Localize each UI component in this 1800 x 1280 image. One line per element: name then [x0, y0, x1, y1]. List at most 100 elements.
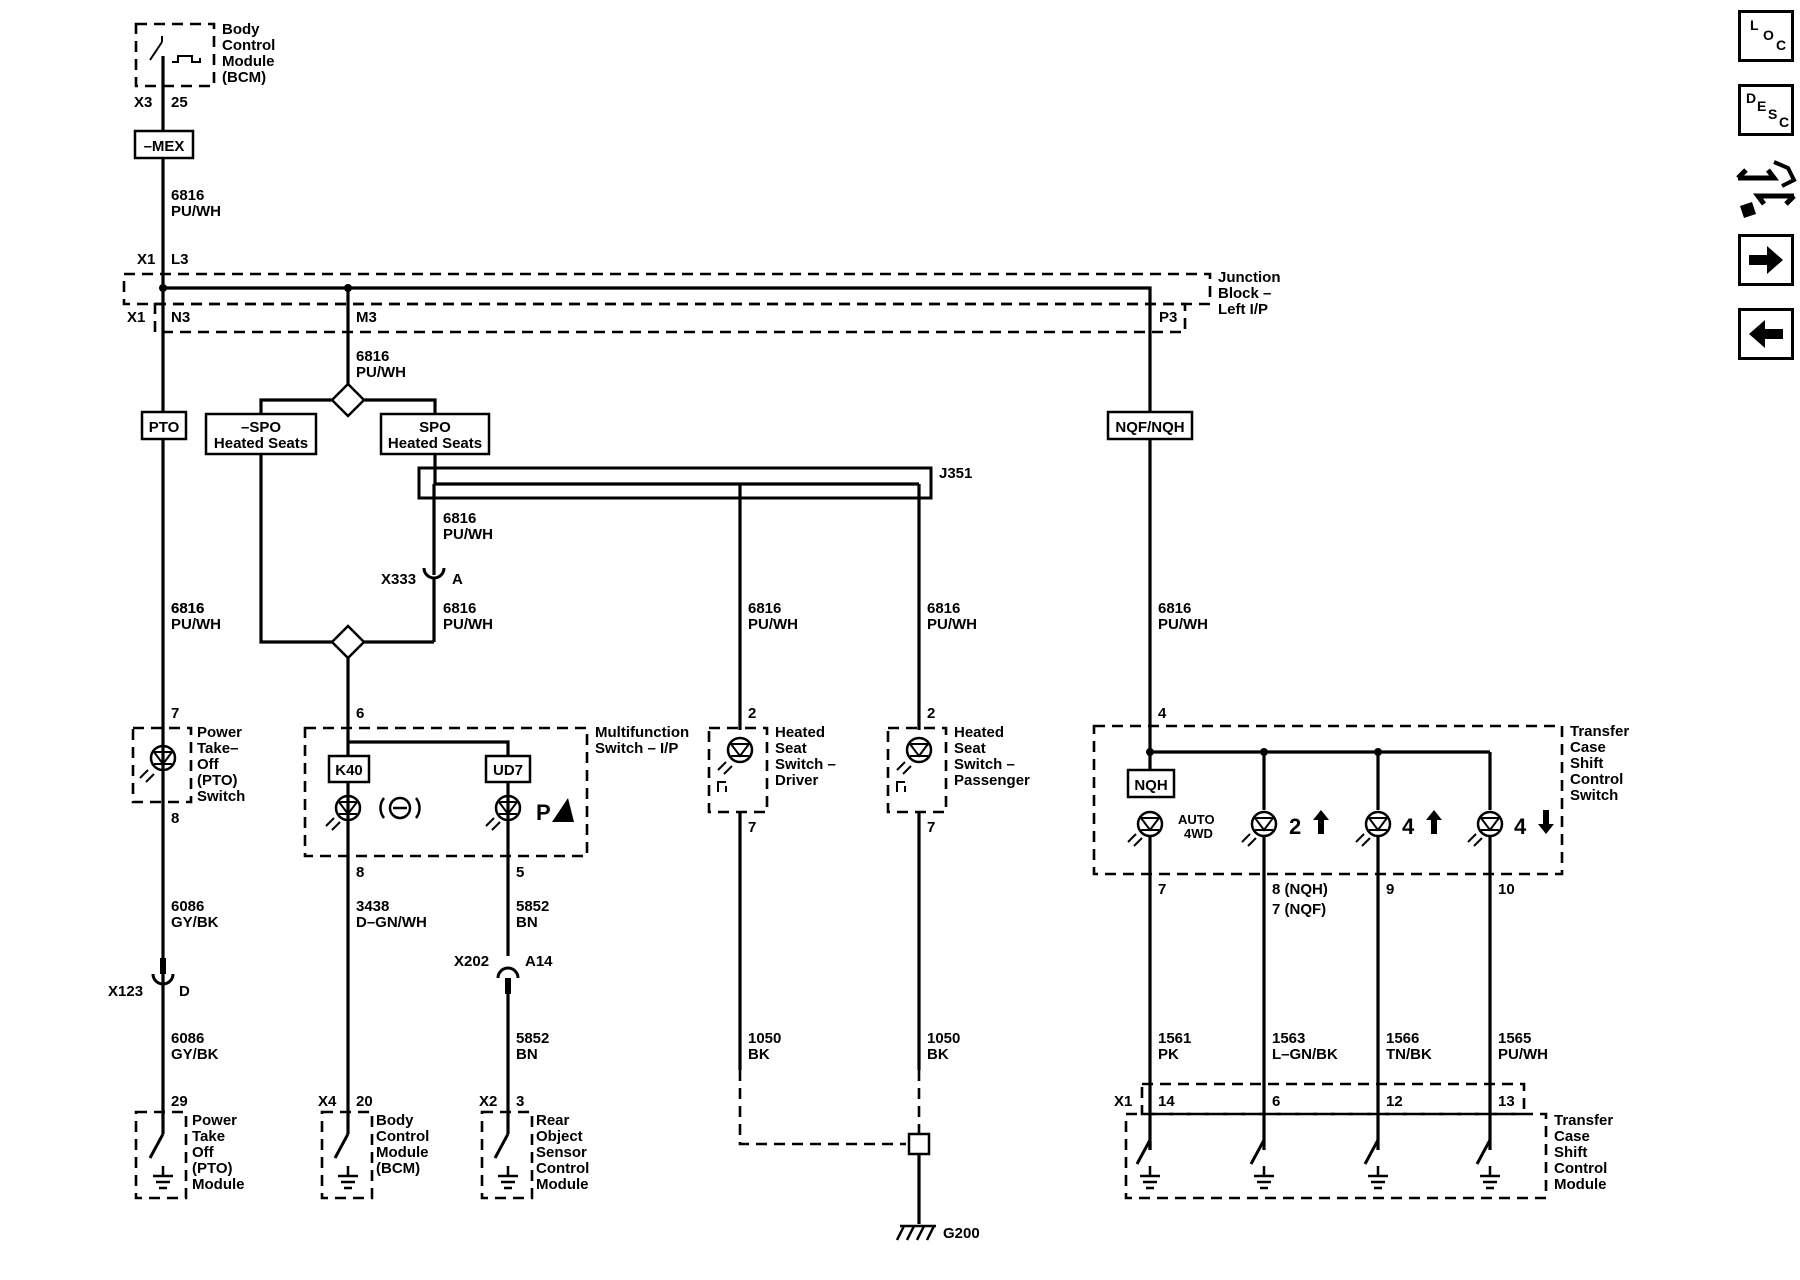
- transfer-case-module: X1 14 6 12 13 Transfer Case Shift Contro…: [1114, 1082, 1613, 1200]
- option-nqf-nqh-box: [1106, 410, 1194, 441]
- wire-1565-color: PU/WH: [1498, 1046, 1548, 1063]
- wiring-diagram: Body Control Module (BCM) X3 25 –MEX 681…: [108, 21, 1629, 1242]
- rear-object-name-1: Rear: [536, 1112, 570, 1129]
- tcm-name-1: Transfer: [1554, 1112, 1613, 1129]
- wire-1566-num: 1566: [1386, 1030, 1419, 1047]
- pto-module-name-5: Module: [192, 1176, 245, 1193]
- wire-5852-lower-color: BN: [516, 1046, 538, 1063]
- tcm-pin-13: 13: [1498, 1093, 1515, 1110]
- connector-tool-icon[interactable]: [1734, 156, 1798, 220]
- arrow-left-icon: [1749, 320, 1783, 348]
- arrow-up-icon: [1426, 810, 1442, 834]
- seat-driver-pin-out: 7: [748, 819, 756, 836]
- option-nqh-box: [1126, 768, 1176, 799]
- wire-1050-driver-color: BK: [748, 1046, 770, 1063]
- wire-6086-upper-color: GY/BK: [171, 914, 219, 931]
- seat-driver-name-4: Driver: [775, 772, 819, 789]
- tcm-connector: X1: [1114, 1093, 1132, 1110]
- multifunction-pin-in: 6: [356, 705, 364, 722]
- loc-button[interactable]: L O C: [1738, 10, 1794, 62]
- rear-object-name-4: Control: [536, 1160, 589, 1177]
- option-k40-label: K40: [335, 762, 363, 779]
- wire-6816-left-seg-num: 6816: [171, 600, 204, 617]
- option-mex-box: [133, 129, 195, 160]
- transfer-switch-name-3: Shift: [1570, 755, 1603, 772]
- transfer-case-switch: 4 NQH Transfer Case Shift Control Switch…: [1092, 620, 1629, 918]
- loc-letter-c: C: [1776, 37, 1787, 53]
- wire-6086-lower-color: GY/BK: [171, 1046, 219, 1063]
- pto-switch-pin-in: 7: [171, 705, 179, 722]
- option-pto-box: [140, 410, 188, 441]
- pto-module-name-2: Take: [192, 1128, 225, 1145]
- rear-object-name-2: Object: [536, 1128, 583, 1145]
- bcm-top-name-3: Module: [222, 53, 275, 70]
- transfer-switch-pin-8-nqh: 8 (NQH): [1272, 881, 1328, 898]
- seat-passenger-name-1: Heated: [954, 724, 1004, 741]
- bcm-bottom-name-4: (BCM): [376, 1160, 420, 1177]
- rear-object-name-5: Module: [536, 1176, 589, 1193]
- bcm-top-pin: 25: [171, 94, 188, 111]
- desc-button[interactable]: D E S C: [1738, 84, 1794, 136]
- transfer-switch-name-2: Case: [1570, 739, 1606, 756]
- pto-switch-name-2: Take–: [197, 740, 238, 757]
- wire-6816-spo-upper-color: PU/WH: [443, 526, 493, 543]
- transfer-switch-pin-7-nqf: 7 (NQF): [1272, 901, 1326, 918]
- ground-g200: G200: [895, 1132, 980, 1242]
- option-no-spo-line2: Heated Seats: [214, 435, 308, 452]
- wire-1563-color: L–GN/BK: [1272, 1046, 1338, 1063]
- heated-seat-switch-passenger: 2 7 Heated Seat Switch – Passenger: [886, 705, 1030, 836]
- wire-5852-lower-num: 5852: [516, 1030, 549, 1047]
- wire-1050-passenger-color: BK: [927, 1046, 949, 1063]
- wire-6816-passenger-color: PU/WH: [927, 616, 977, 633]
- tcm-name-3: Shift: [1554, 1144, 1587, 1161]
- tcm-name-4: Control: [1554, 1160, 1607, 1177]
- x202-label: X202: [454, 953, 489, 970]
- connector-x202: X202 A14: [454, 953, 553, 1112]
- mode-4-high-label: 4: [1402, 814, 1415, 839]
- mode-4-low-label: 4: [1514, 814, 1527, 839]
- wire-3438-color: D–GN/WH: [356, 914, 427, 931]
- tcm-pin-6: 6: [1272, 1093, 1280, 1110]
- option-pto-label: PTO: [149, 419, 180, 436]
- wire-3438-num: 3438: [356, 898, 389, 915]
- wire-6816-pto-num: 6816: [171, 600, 204, 617]
- previous-page-button[interactable]: [1738, 308, 1794, 360]
- jb-name-3: Left I/P: [1218, 301, 1268, 318]
- j351-label: J351: [939, 465, 972, 482]
- auto-4wd-line2: 4WD: [1184, 826, 1213, 841]
- transfer-switch-pin-9: 9: [1386, 881, 1394, 898]
- seat-driver-name-1: Heated: [775, 724, 825, 741]
- pto-switch-name-4: (PTO): [197, 772, 238, 789]
- wire-6086-lower-num: 6086: [171, 1030, 204, 1047]
- wire-6816-spo-lower-num: 6816: [443, 600, 476, 617]
- wire-6816-driver-color: PU/WH: [748, 616, 798, 633]
- park-assist-icon: P: [536, 798, 574, 825]
- x333-label: X333: [381, 571, 416, 588]
- option-ud7-label: UD7: [493, 762, 523, 779]
- transfer-switch-name-4: Control: [1570, 771, 1623, 788]
- jb-x1-bottom: X1: [127, 309, 145, 326]
- wire-1561-color: PK: [1158, 1046, 1179, 1063]
- option-nqh-label: NQH: [1134, 777, 1167, 794]
- loc-letter-l: L: [1750, 17, 1759, 33]
- seat-driver-name-2: Seat: [775, 740, 807, 757]
- option-spo-line1: SPO: [419, 419, 451, 436]
- wire-6816-m3-num: 6816: [356, 348, 389, 365]
- pto-module-pin: 29: [171, 1093, 188, 1110]
- jb-name-1: Junction: [1218, 269, 1281, 286]
- multifunction-pin-ud7: 5: [516, 864, 524, 881]
- wire-1565-num: 1565: [1498, 1030, 1531, 1047]
- bcm-bottom-pin: 20: [356, 1093, 373, 1110]
- ground-label: G200: [943, 1225, 980, 1242]
- x123-label: X123: [108, 983, 143, 1000]
- multifunction-pin-k40: 8: [356, 864, 364, 881]
- splice-upper: [330, 382, 366, 418]
- bcm-bottom-name-3: Module: [376, 1144, 429, 1161]
- next-page-button[interactable]: [1738, 234, 1794, 286]
- auto-4wd-line1: AUTO: [1178, 812, 1215, 827]
- option-no-spo-line1: –SPO: [241, 419, 281, 436]
- brake-warning-icon: [379, 796, 421, 820]
- option-nqf-nqh-label: NQF/NQH: [1115, 419, 1184, 436]
- seat-passenger-name-2: Seat: [954, 740, 986, 757]
- wire-6816-nqf-color: PU/WH: [1158, 616, 1208, 633]
